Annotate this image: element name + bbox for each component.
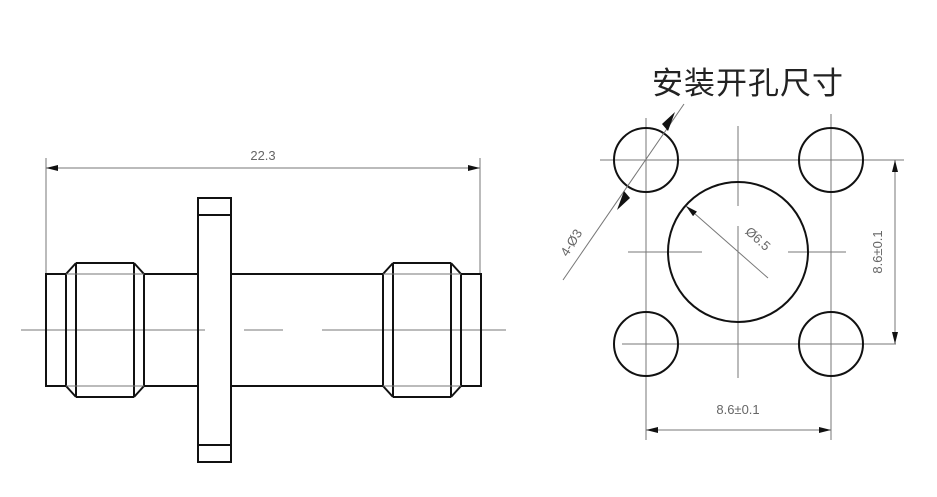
center-hole-dimension: Ø6.5: [685, 205, 774, 279]
flange: [197, 197, 232, 463]
mount-hole-top-left: [613, 127, 679, 193]
vertical-spacing-dimension: 8.6±0.1: [870, 160, 898, 344]
length-dimension: 22.3: [45, 148, 481, 274]
vertical-spacing-label: 8.6±0.1: [870, 230, 885, 273]
mount-hole-top-right: [798, 127, 864, 193]
horizontal-spacing-dimension: 8.6±0.1: [646, 402, 831, 433]
center-lines: [600, 114, 904, 440]
mount-hole-bottom-left: [613, 311, 679, 377]
right-connector: [382, 262, 482, 398]
center-hole-label: Ø6.5: [743, 224, 774, 254]
mount-hole-bottom-right: [798, 311, 864, 377]
panel-cutout: 4-Ø3 Ø6.5 8.6±0.1 8.6±0.1: [557, 103, 904, 440]
length-label: 22.3: [250, 148, 275, 163]
body: [144, 273, 383, 387]
horizontal-spacing-label: 8.6±0.1: [716, 402, 759, 417]
hole-diameter-dimension: 4-Ø3: [557, 103, 685, 281]
left-connector: [45, 262, 145, 398]
cutout-title: 安装开孔尺寸: [652, 66, 844, 102]
center-hole: [667, 181, 809, 323]
side-view: 22.3: [21, 148, 506, 463]
